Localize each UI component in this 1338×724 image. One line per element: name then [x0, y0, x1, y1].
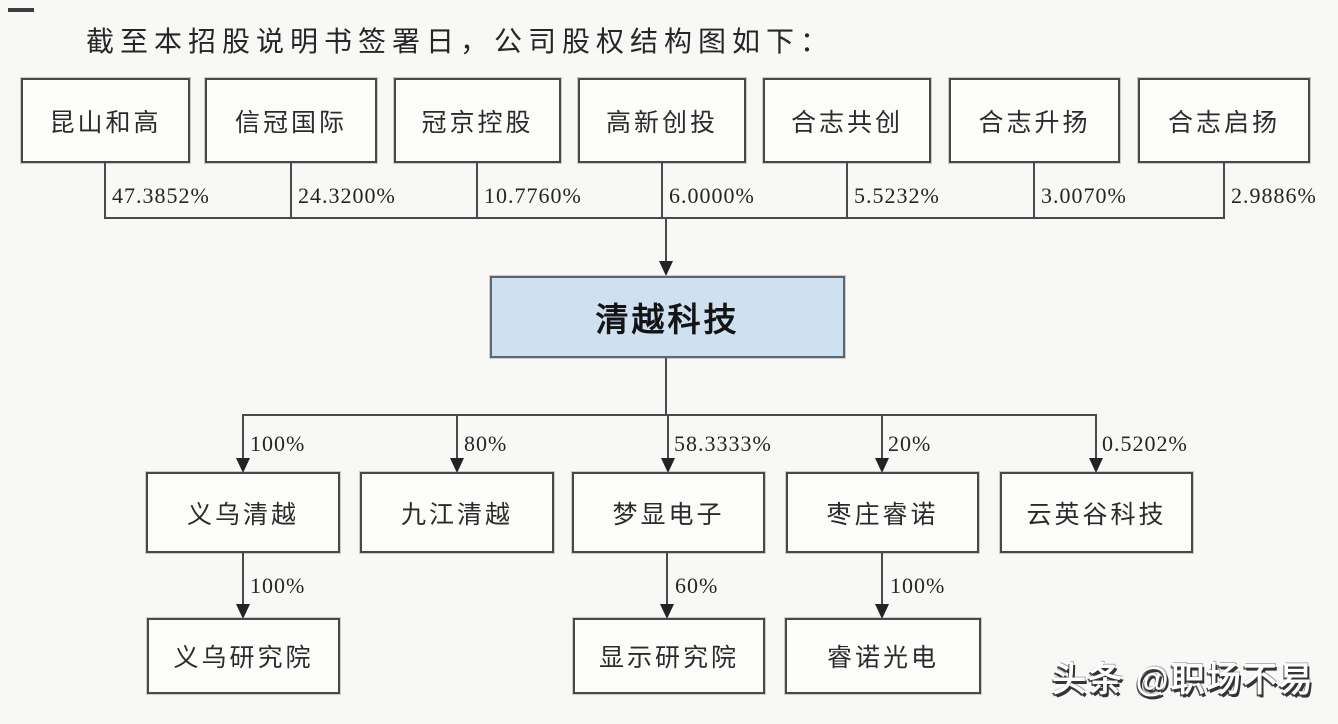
shareholder-box: 合志启扬	[1138, 78, 1310, 163]
ownership-pct-label: 47.3852%	[112, 183, 210, 208]
company-box: 清越科技	[490, 276, 845, 358]
arrowhead-down-icon	[1089, 458, 1103, 473]
arrowhead-down-icon	[236, 604, 250, 619]
connector-line	[456, 414, 458, 460]
ownership-pct-label: 2.9886%	[1231, 183, 1317, 208]
ownership-pct-label: 58.3333%	[674, 431, 772, 456]
ownership-pct-label: 100%	[250, 431, 306, 456]
subsidiary-box: 云英谷科技	[1000, 472, 1193, 553]
arrowhead-down-icon	[875, 458, 889, 473]
ownership-pct-label: 100%	[250, 573, 306, 598]
sub-subsidiary-box: 睿诺光电	[785, 618, 981, 694]
connector-line	[1033, 163, 1035, 218]
connector-line	[242, 553, 244, 606]
subsidiary-name: 九江清越	[400, 501, 513, 529]
subsidiary-box: 梦显电子	[572, 472, 765, 553]
shareholder-name: 冠京控股	[421, 109, 534, 137]
crop-artifact-dash	[8, 8, 34, 12]
connector-line	[665, 217, 667, 262]
subsidiary-name: 梦显电子	[612, 501, 725, 529]
ownership-pct-label: 60%	[675, 573, 719, 598]
subsidiary-box: 枣庄睿诺	[786, 472, 979, 553]
connector-line	[665, 358, 667, 415]
watermark: 头条 @职场不易	[1052, 661, 1315, 699]
connector-line	[667, 414, 669, 460]
arrowhead-down-icon	[659, 261, 673, 276]
shareholder-name: 合志升扬	[978, 109, 1091, 137]
subsidiary-box: 义乌清越	[146, 472, 340, 553]
connector-line	[476, 163, 478, 218]
connector-line	[104, 217, 1225, 219]
sub-subsidiary-name: 义乌研究院	[173, 645, 314, 672]
shareholder-box: 合志升扬	[949, 78, 1120, 163]
shareholder-name: 合志共创	[790, 109, 903, 137]
connector-line	[104, 163, 106, 218]
connector-line	[661, 163, 663, 218]
shareholder-name: 信冠国际	[234, 109, 347, 137]
subsidiary-name: 义乌清越	[186, 501, 299, 529]
ownership-pct-label: 5.5232%	[854, 183, 940, 208]
ownership-pct-label: 20%	[888, 431, 932, 456]
shareholder-box: 昆山和高	[21, 78, 190, 163]
subsidiary-name: 枣庄睿诺	[826, 501, 939, 529]
arrowhead-down-icon	[236, 458, 250, 473]
connector-line	[290, 163, 292, 218]
company-name: 清越科技	[595, 303, 740, 339]
ownership-pct-label: 3.0070%	[1041, 183, 1127, 208]
subsidiary-box: 九江清越	[360, 472, 554, 553]
sub-subsidiary-name: 显示研究院	[598, 645, 739, 672]
sub-subsidiary-box: 义乌研究院	[147, 618, 340, 694]
sub-subsidiary-name: 睿诺光电	[826, 645, 939, 672]
connector-line	[1095, 414, 1097, 460]
shareholder-box: 合志共创	[763, 78, 931, 163]
connector-line	[881, 414, 883, 460]
arrowhead-down-icon	[661, 458, 675, 473]
connector-line	[242, 414, 244, 460]
subsidiary-name: 云英谷科技	[1026, 501, 1167, 529]
arrowhead-down-icon	[660, 604, 674, 619]
shareholder-name: 合志启扬	[1167, 109, 1280, 137]
ownership-pct-label: 24.3200%	[298, 183, 396, 208]
connector-line	[1223, 163, 1225, 218]
ownership-pct-label: 0.5202%	[1102, 431, 1188, 456]
connector-line	[846, 163, 848, 218]
connector-line	[881, 553, 883, 606]
diagram-title: 截至本招股说明书签署日，公司股权结构图如下：	[86, 27, 835, 58]
sub-subsidiary-box: 显示研究院	[573, 618, 765, 694]
connector-line	[666, 553, 668, 606]
arrowhead-down-icon	[875, 604, 889, 619]
connector-line	[242, 414, 1097, 416]
ownership-pct-label: 80%	[464, 431, 508, 456]
shareholder-name: 高新创投	[605, 109, 718, 137]
ownership-pct-label: 100%	[890, 573, 946, 598]
shareholder-box: 信冠国际	[205, 78, 377, 163]
arrowhead-down-icon	[450, 458, 464, 473]
shareholder-box: 冠京控股	[394, 78, 561, 163]
ownership-pct-label: 6.0000%	[669, 183, 755, 208]
ownership-pct-label: 10.7760%	[484, 183, 582, 208]
shareholder-box: 高新创投	[578, 78, 746, 163]
shareholder-name: 昆山和高	[49, 109, 162, 137]
